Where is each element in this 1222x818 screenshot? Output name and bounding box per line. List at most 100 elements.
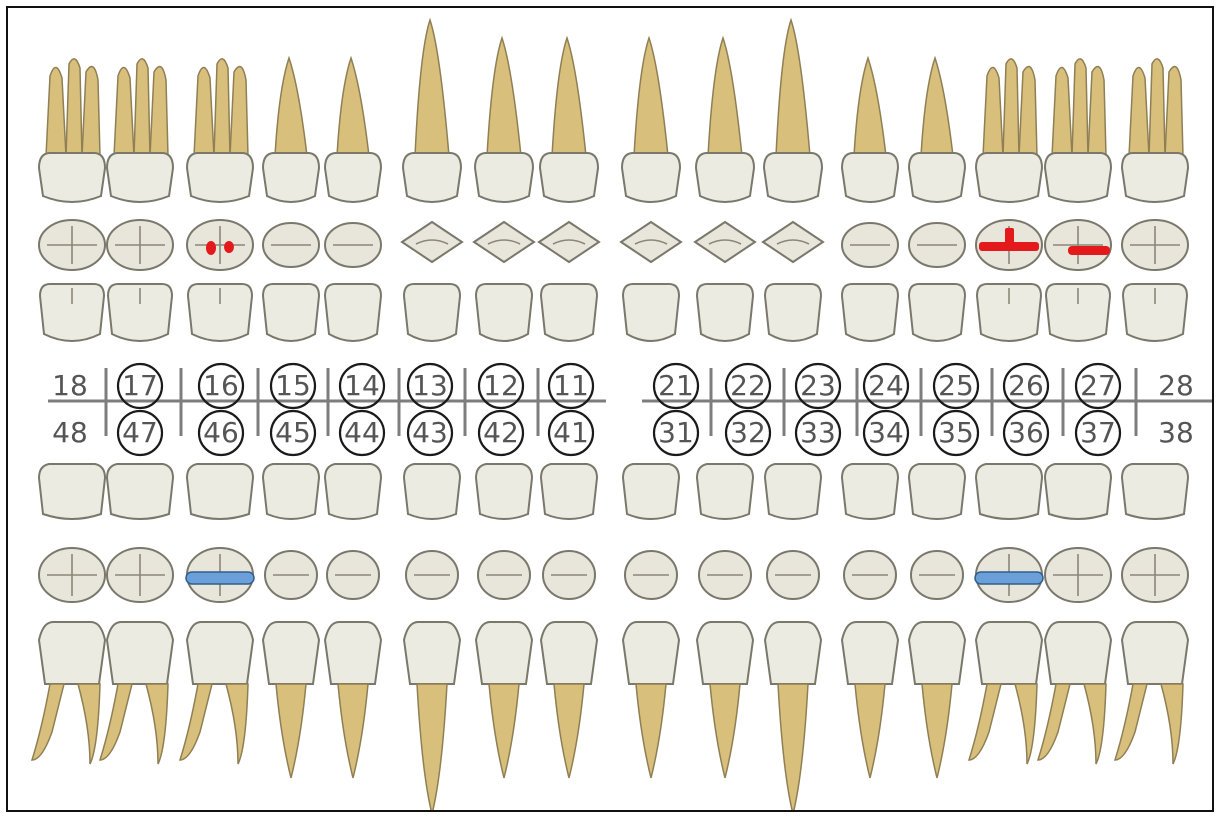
lower-occlusal-48: [39, 548, 105, 602]
tooth-number-label: 36: [1008, 416, 1044, 449]
tooth-number-16: 16: [199, 364, 243, 408]
tooth-number-34: 34: [864, 411, 908, 455]
lower-buccal-45: [263, 464, 319, 519]
tooth-number-36: 36: [1004, 411, 1048, 455]
root: [855, 684, 885, 778]
buccal-outline: [976, 464, 1042, 519]
tooth-number-24: 24: [864, 364, 908, 408]
buccal-outline: [541, 464, 597, 519]
tooth-number-15: 15: [271, 364, 315, 408]
tooth-number-38: 38: [1158, 416, 1194, 449]
tooth-number-31: 31: [654, 411, 698, 455]
root: [489, 684, 519, 778]
upper-occlusal-23: [763, 222, 823, 262]
upper-tooth-13: [403, 20, 461, 202]
root: [1003, 59, 1019, 156]
root: [82, 67, 100, 156]
upper-buccal-13: [404, 284, 460, 341]
upper-tooth-11: [540, 38, 598, 202]
tooth-number-label: 27: [1080, 369, 1116, 402]
upper-buccal-17: [108, 284, 172, 341]
lower-buccal-42: [476, 464, 532, 519]
root: [554, 684, 584, 778]
buccal-outline: [263, 284, 319, 341]
root: [1129, 67, 1149, 156]
lower-buccal-32: [697, 464, 753, 519]
buccal-outline: [1122, 464, 1188, 519]
root: [150, 67, 168, 156]
upper-tooth-27: [1045, 59, 1111, 202]
crown: [540, 153, 598, 202]
upper-buccal-15: [263, 284, 319, 341]
tooth-number-label: 26: [1008, 369, 1044, 402]
buccal-outline: [1045, 464, 1111, 519]
lower-buccal-43: [404, 464, 460, 519]
root: [983, 67, 1003, 156]
crown: [1045, 622, 1111, 684]
tooth-number-26: 26: [1004, 364, 1048, 408]
lower-buccal-35: [909, 464, 965, 519]
tooth-number-48: 48: [52, 416, 88, 449]
lower-occlusal-43: [406, 551, 458, 599]
tooth-number-label: 37: [1080, 416, 1116, 449]
tooth-number-37: 37: [1076, 411, 1120, 455]
root: [487, 38, 521, 156]
upper-tooth-16: [187, 59, 253, 202]
buccal-outline: [404, 284, 460, 341]
upper-occlusal-15: [263, 223, 319, 267]
tooth-number-label: 32: [730, 416, 766, 449]
lower-occlusal-37: [1045, 548, 1111, 602]
lower-tooth-31: [623, 622, 679, 778]
tooth-number-label: 24: [868, 369, 904, 402]
root: [1115, 684, 1147, 760]
crown: [696, 153, 754, 202]
root: [32, 684, 64, 760]
root: [776, 20, 810, 156]
tooth-number-label: 31: [658, 416, 694, 449]
tooth-number-21: 21: [654, 364, 698, 408]
root: [708, 38, 742, 156]
treatment-markings: [186, 228, 1110, 584]
root: [146, 684, 168, 764]
tooth-number-45: 45: [271, 411, 315, 455]
upper-occlusal-25: [909, 223, 965, 267]
lower-tooth-46: [180, 622, 253, 764]
lower-tooth-37: [1038, 622, 1111, 764]
crown: [697, 622, 753, 684]
tooth-numbers: 1817161514131211212223242526272848474645…: [52, 364, 1194, 455]
root: [1052, 67, 1072, 156]
lower-occlusal-33: [767, 551, 819, 599]
tooth-number-13: 13: [408, 364, 452, 408]
marking-tooth-27: [1068, 246, 1110, 255]
lower-tooth-43: [404, 622, 460, 810]
buccal-outline: [187, 464, 253, 519]
tooth-number-14: 14: [340, 364, 384, 408]
upper-occlusal-16: [187, 220, 253, 270]
lower-occlusal-41: [543, 551, 595, 599]
crown: [325, 153, 381, 202]
root: [710, 684, 740, 778]
tooth-number-label: 47: [122, 416, 158, 449]
tooth-number-33: 33: [796, 411, 840, 455]
lower-tooth-41: [541, 622, 597, 778]
root: [338, 684, 368, 778]
root: [180, 684, 212, 760]
root: [134, 59, 150, 156]
upper-buccal-24: [842, 284, 898, 341]
upper-tooth-18: [39, 59, 105, 202]
crown: [1122, 622, 1188, 684]
root: [1149, 59, 1165, 156]
tooth-number-label: 22: [730, 369, 766, 402]
crown: [1045, 153, 1111, 202]
lower-tooth-45: [263, 622, 319, 778]
tooth-number-label: 13: [412, 369, 448, 402]
root: [552, 38, 586, 156]
root: [634, 38, 668, 156]
tooth-number-25: 25: [934, 364, 978, 408]
root: [46, 67, 66, 156]
upper-tooth-15: [263, 58, 319, 202]
crown: [325, 622, 381, 684]
buccal-outline: [325, 464, 381, 519]
lower-occlusal-32: [699, 551, 751, 599]
root: [226, 684, 248, 764]
